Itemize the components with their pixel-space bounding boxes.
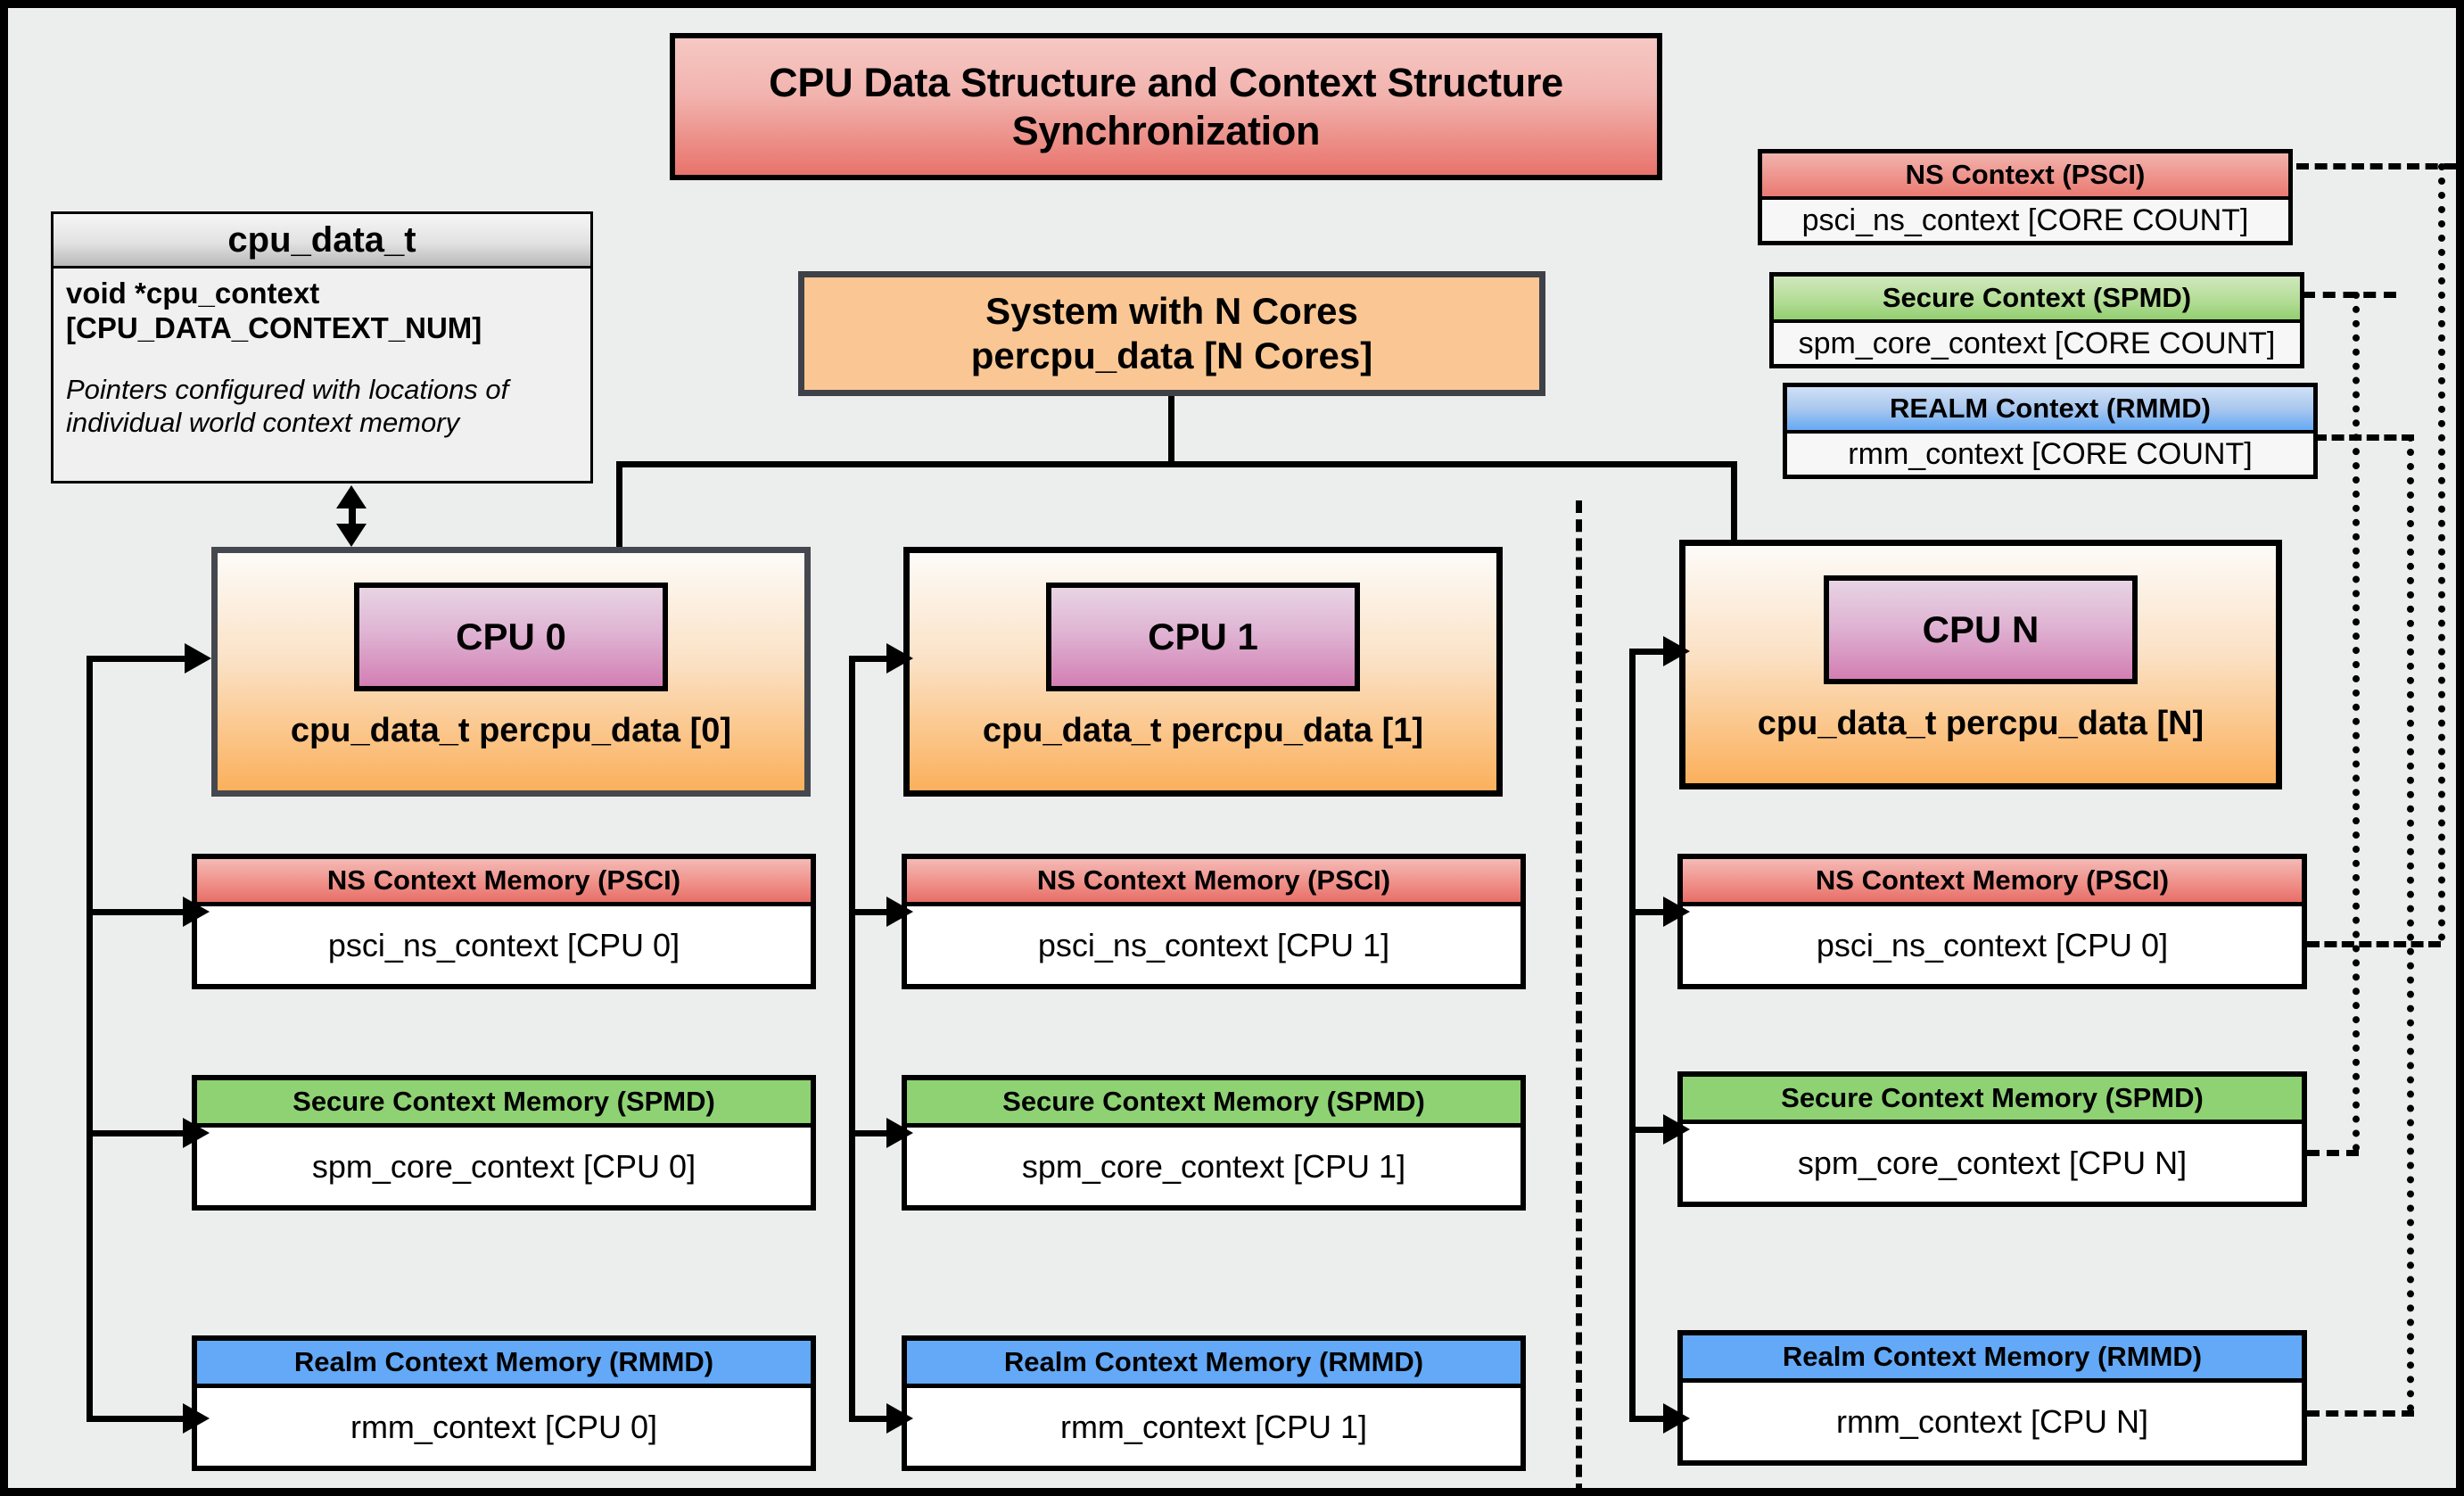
ctx-card-cpun-realm: Realm Context Memory (RMMD) rmm_context … [1677,1330,2307,1466]
legend-ns-route-v [2438,163,2445,941]
legend-ns-value: psci_ns_context [CORE COUNT] [1801,202,2249,237]
ctx-head-cpu1-ns: NS Context Memory (PSCI) [907,859,1520,906]
ctx-value-cpu0-ns: psci_ns_context [CPU 0] [327,926,680,963]
cpu0-branch-realm [87,1416,192,1422]
legend-card-realm-context: REALM Context (RMMD) rmm_context [CORE C… [1783,383,2318,479]
ctx-card-cpun-ns: NS Context Memory (PSCI) psci_ns_context… [1677,854,2307,989]
ctx-value-cpun-realm: rmm_context [CPU N] [1835,1402,2149,1440]
diagram-title: CPU Data Structure and Context Structure… [670,33,1662,180]
cpu-data-t-header: cpu_data_t [54,214,590,269]
cpu-block-0: CPU 0 cpu_data_t percpu_data [0] [211,547,811,797]
ctx-card-cpu1-secure: Secure Context Memory (SPMD) spm_core_co… [902,1075,1526,1211]
cpu0-arrow-block-icon [185,643,211,674]
cpu0-branch-ns [87,909,192,915]
cpu0-trunk-vertical [87,656,93,1421]
cpu-caption-n: cpu_data_t percpu_data [N] [1757,705,2204,742]
tree-drop-cpu0 [616,461,622,547]
cpun-branch-realm [1629,1416,1672,1422]
struct-link-arrow-up-icon [336,485,367,508]
legend-realm-header: REALM Context (RMMD) [1787,387,2313,434]
legend-ns-route-h-bottom [2307,941,2441,947]
ctx-head-cpun-secure: Secure Context Memory (SPMD) [1683,1077,2302,1124]
cpu0-arrow-realm-icon [183,1403,210,1434]
cpu0-arrow-secure-icon [183,1118,210,1148]
legend-card-secure-context: Secure Context (SPMD) spm_core_context [… [1769,272,2304,368]
ctx-head-cpu1-realm: Realm Context Memory (RMMD) [907,1341,1520,1388]
cpu-block-n: CPU N cpu_data_t percpu_data [N] [1679,540,2282,789]
system-line-2: percpu_data [N Cores] [970,335,1373,376]
legend-secure-route-v [2353,292,2360,1152]
cpun-arrow-block-icon [1663,636,1690,666]
ctx-card-cpun-secure: Secure Context Memory (SPMD) spm_core_co… [1677,1071,2307,1207]
cpu1-branch-ns [849,909,895,915]
tree-drop-cpun [1731,461,1737,540]
cpu0-arrow-ns-icon [183,897,210,927]
ctx-card-cpu0-ns: NS Context Memory (PSCI) psci_ns_context… [192,854,816,989]
cpu1-trunk-vertical [849,656,855,1421]
cpun-trunk-vertical [1629,649,1636,1421]
cpu0-branch-secure [87,1130,192,1136]
legend-card-ns-context: NS Context (PSCI) psci_ns_context [CORE … [1758,149,2293,245]
cpu-caption-0: cpu_data_t percpu_data [0] [290,712,732,749]
cpu1-arrow-secure-icon [886,1118,913,1148]
ctx-value-cpun-secure: spm_core_context [CPU N] [1797,1144,2188,1181]
tree-bus-horizontal [616,461,1737,467]
struct-link-arrow-down-icon [336,524,367,547]
ctx-value-cpu0-realm: rmm_context [CPU 0] [350,1408,658,1445]
tree-stem-vertical [1168,396,1174,465]
ctx-head-cpu1-secure: Secure Context Memory (SPMD) [907,1080,1520,1128]
cpu-chip-1: CPU 1 [1046,583,1360,691]
legend-secure-route-h-top [2303,292,2396,298]
ctx-head-cpun-ns: NS Context Memory (PSCI) [1683,859,2302,906]
legend-secure-route-h-bottom [2307,1150,2359,1156]
ctx-card-cpu1-ns: NS Context Memory (PSCI) psci_ns_context… [902,854,1526,989]
ctx-card-cpu1-realm: Realm Context Memory (RMMD) rmm_context … [902,1335,1526,1471]
cpu1-arrow-block-icon [886,643,913,674]
cpun-arrow-secure-icon [1663,1114,1690,1145]
system-line-1: System with N Cores [985,289,1358,332]
cpu1-arrow-realm-icon [886,1403,913,1434]
legend-secure-header: Secure Context (SPMD) [1774,277,2300,323]
system-root-box: System with N Cores percpu_data [N Cores… [798,271,1545,396]
cpun-branch-secure [1629,1127,1672,1133]
cpu-data-t-field-line-1: void *cpu_context [66,277,320,310]
cpu-block-1: CPU 1 cpu_data_t percpu_data [1] [903,547,1503,797]
cpu-chip-n: CPU N [1824,575,2138,684]
ctx-value-cpu1-realm: rmm_context [CPU 1] [1059,1408,1368,1445]
column-divider-dashed [1576,500,1582,1488]
cpu-data-t-field-line-2: [CPU_DATA_CONTEXT_NUM] [66,310,482,344]
legend-secure-value: spm_core_context [CORE COUNT] [1798,326,2276,360]
ctx-value-cpu1-secure: spm_core_context [CPU 1] [1021,1147,1406,1185]
cpun-branch-ns [1629,909,1672,915]
ctx-value-cpu1-ns: psci_ns_context [CPU 1] [1037,926,1390,963]
ctx-head-cpu0-realm: Realm Context Memory (RMMD) [197,1341,811,1388]
cpu-data-t-note: Pointers configured with locations of in… [66,373,509,439]
cpu0-branch-block [87,656,194,662]
cpu-caption-1: cpu_data_t percpu_data [1] [982,712,1424,749]
cpun-arrow-realm-icon [1663,1403,1690,1434]
cpu1-branch-secure [849,1130,895,1136]
ctx-head-cpu0-secure: Secure Context Memory (SPMD) [197,1080,811,1128]
ctx-value-cpu0-secure: spm_core_context [CPU 0] [311,1147,696,1185]
ctx-value-cpun-ns: psci_ns_context [CPU 0] [1816,926,2169,963]
cpun-arrow-ns-icon [1663,897,1690,927]
cpu1-branch-realm [849,1416,895,1422]
cpu-data-t-struct-box: cpu_data_t void *cpu_context [CPU_DATA_C… [51,211,593,484]
cpu1-arrow-ns-icon [886,897,913,927]
legend-realm-route-h-top [2314,434,2414,441]
legend-realm-value: rmm_context [CORE COUNT] [1848,436,2253,471]
cpu-chip-0: CPU 0 [354,583,668,691]
cpun-branch-block [1629,649,1672,655]
ctx-card-cpu0-realm: Realm Context Memory (RMMD) rmm_context … [192,1335,816,1471]
legend-realm-route-h-bottom [2307,1410,2414,1417]
ctx-card-cpu0-secure: Secure Context Memory (SPMD) spm_core_co… [192,1075,816,1211]
legend-ns-header: NS Context (PSCI) [1762,153,2288,200]
legend-realm-route-v [2407,434,2414,1412]
struct-link-dashed-line [349,508,356,534]
cpu-data-t-body: void *cpu_context [CPU_DATA_CONTEXT_NUM]… [54,266,590,481]
ctx-head-cpu0-ns: NS Context Memory (PSCI) [197,859,811,906]
ctx-head-cpun-realm: Realm Context Memory (RMMD) [1683,1335,2302,1383]
cpu1-branch-block [849,656,895,662]
legend-ns-route-h-top [2296,163,2456,169]
